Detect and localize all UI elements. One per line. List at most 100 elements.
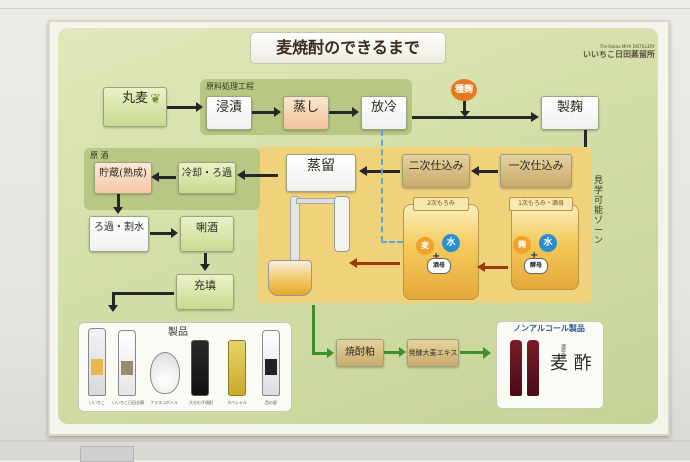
product-bottle [118,330,136,396]
step-label: ろ過・割水 [94,222,144,233]
step-label: 蒸し [292,100,319,115]
products-label: 製品 [168,327,188,338]
step-label: 一次仕込み [508,159,564,172]
products-panel [78,322,292,412]
ingredient-mugi: 麦 [416,237,434,255]
flow-arrow [112,292,174,295]
step-label: 蒸留 [307,158,335,174]
ingredient-koji: 麹 [513,236,531,254]
arrow-head [460,111,470,117]
flow-arrow [167,106,197,109]
still-pipe [296,198,338,204]
wall-seam [0,8,690,9]
flow-arrow [244,174,278,177]
step-shinseki: 浸漬 [206,96,252,130]
step-juten: 充填 [176,274,234,310]
step-label: 浸漬 [215,100,242,115]
step-shochukasu: 焼酎粕 [336,339,384,367]
arrow-head [200,264,210,271]
flow-arrow [117,194,120,208]
product-bottle [191,340,209,396]
flow-arrow [252,111,275,114]
flow-arrow [478,170,498,173]
vinegar-bottle [527,340,539,396]
step-label: 唎酒 [196,221,218,234]
step-label: 充填 [194,279,216,292]
arrow-head [196,102,203,112]
step-label: 製麹 [556,100,583,115]
step-label: 発酵大麦エキス [408,349,458,357]
genshu-label: 原 酒 [90,151,109,160]
poster-title: 麦焼酎のできるまで [250,32,446,64]
product-name: いいちこ [89,400,105,405]
kengaku-zone-label: 見学可能ゾーン [594,176,604,246]
arrow-head [108,305,118,312]
tanekoji-badge: 種麹 [451,79,477,101]
step-kikizake: 唎酒 [180,216,234,252]
step-marumugi: 丸麦 ❦ [103,87,167,127]
ingredient-shubo: 酒母 [427,258,451,274]
flow-arrow [366,170,400,173]
arrow-head [327,348,334,358]
raw-processing-label: 原料処理工程 [206,82,254,91]
ingredient-mizu: 水 [442,234,460,252]
step-label: 焼酎粕 [345,347,375,358]
flow-arrow [329,111,353,114]
water-dashed-line [381,130,383,242]
arrow-head [113,207,123,214]
flow-arrow [460,351,484,354]
product-flask-bottle [150,352,180,394]
still-condenser [334,196,350,252]
barley-icon: ❦ [150,92,161,107]
brand-name-jp: いいちこ日田蒸留所 [583,50,655,59]
step-label: 丸麦 [121,91,148,106]
flow-arrow [150,232,172,235]
product-bottle [88,328,106,396]
plus-sign: + [432,251,441,262]
product-name: スペシャル [227,400,247,405]
flow-arrow [312,352,328,355]
arrow-head [359,166,367,176]
still-pot [268,260,312,296]
arrow-head [477,262,485,272]
step-niji: 二次仕込み [402,154,470,188]
flow-arrow [463,101,466,112]
product-name: いいちこ日田全麹 [112,400,144,405]
vinegar-bottle [510,340,522,396]
nonalc-label: ノンアルコール製品 [513,324,585,333]
product-bottle [262,330,280,396]
ingredient-kobo: 酵母 [524,258,548,274]
step-label: 貯蔵(熟成) [99,168,147,179]
step-seikiku: 製麹 [541,96,599,130]
flow-arrow [356,262,400,265]
arrow-head [349,258,357,268]
flow-arrow [158,176,176,179]
wall-seam [0,440,690,442]
vinegar-subname: 濃空蔵 [560,344,566,359]
arrow-head [352,107,359,117]
flow-arrow [412,116,532,119]
flow-arrow [312,305,315,355]
still-column [290,196,300,270]
step-chozo: 貯蔵(熟成) [94,162,152,194]
product-name: フラスコボトル [150,400,178,405]
step-horei: 放冷 [361,96,407,130]
step-rokawari: ろ過・割水 [89,216,149,252]
water-dashed-line [381,241,403,243]
plus-sign: + [530,250,539,261]
ingredient-mizu-2: 水 [539,234,557,252]
arrow-head [399,347,406,357]
step-mushi: 蒸し [283,96,329,130]
product-name: 大分むぎ焼酎 [189,400,213,405]
step-label: 冷却・ろ過 [182,168,232,179]
step-ichiji: 一次仕込み [500,154,572,188]
flow-arrow [112,292,115,306]
step-label: 放冷 [370,100,397,115]
brand-block: The Kakao MIYA DISTILLERY いいちこ日田蒸留所 [545,44,655,60]
product-name: 西の星 [265,400,277,405]
brand-name-en: The Kakao MIYA DISTILLERY [599,44,655,49]
step-reikyaku: 冷却・ろ過 [178,162,236,194]
product-bottle [228,340,246,396]
arrow-head [151,172,159,182]
niji-tank [403,204,479,300]
